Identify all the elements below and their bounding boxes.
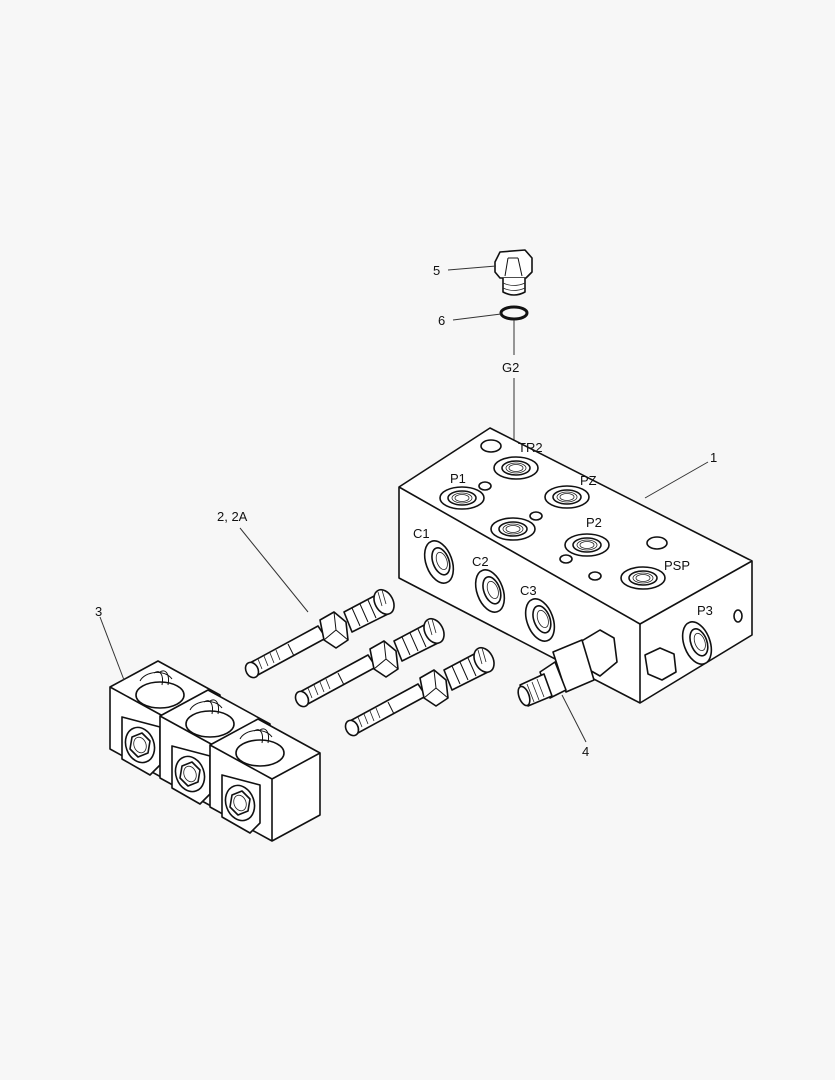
- port-label-psp: PSP: [664, 558, 690, 573]
- callout-3: 3: [95, 604, 102, 619]
- port-label-p2: P2: [586, 515, 602, 530]
- port-label-p3: P3: [697, 603, 713, 618]
- fitting-part-4: [517, 629, 618, 707]
- port-label-p1: P1: [450, 471, 466, 486]
- callout-2-2a: 2, 2A: [217, 509, 248, 524]
- port-label-pz: PZ: [580, 473, 597, 488]
- port-label-c1: C1: [413, 526, 430, 541]
- callout-1: 1: [710, 450, 717, 465]
- port-label-g2: G2: [502, 360, 519, 375]
- plug-part-5: [494, 249, 533, 296]
- callout-5: 5: [433, 263, 440, 278]
- o-ring-part-6: [499, 305, 529, 321]
- port-label-c2: C2: [472, 554, 489, 569]
- solenoid-coils-part-3: [109, 660, 321, 842]
- manifold-block-part-1: [398, 427, 753, 704]
- callout-4: 4: [582, 744, 589, 759]
- callout-6: 6: [438, 313, 445, 328]
- port-label-tr2: TR2: [518, 440, 543, 455]
- port-label-c3: C3: [520, 583, 537, 598]
